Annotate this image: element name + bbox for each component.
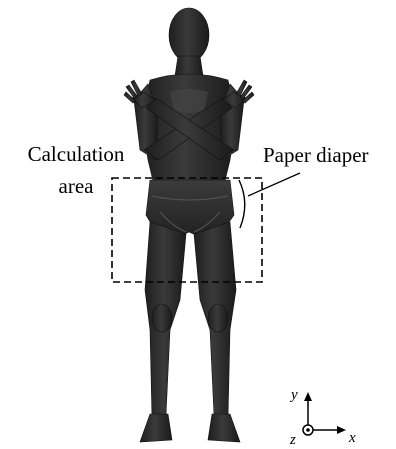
z-axis-label: z bbox=[289, 432, 296, 448]
neck bbox=[175, 56, 203, 76]
paper-diaper-label: Paper diaper bbox=[263, 143, 369, 167]
head bbox=[169, 8, 209, 62]
foot-right bbox=[208, 414, 240, 442]
foot-left bbox=[140, 414, 172, 442]
paper-diaper-leader-line bbox=[248, 173, 300, 196]
paper-diaper-brace bbox=[239, 180, 245, 228]
human-body-model bbox=[124, 8, 254, 442]
calculation-area-label-line1: Calculation bbox=[28, 142, 125, 166]
knee-right bbox=[208, 304, 228, 332]
coordinate-axes: y x z bbox=[289, 387, 356, 448]
y-axis-label: y bbox=[289, 387, 298, 403]
x-axis-arrowhead bbox=[337, 426, 346, 434]
x-axis-label: x bbox=[348, 430, 356, 446]
z-axis-dot bbox=[306, 428, 310, 432]
y-axis-arrowhead bbox=[304, 392, 312, 401]
chest-highlight bbox=[170, 89, 208, 113]
calculation-area-label-line2: area bbox=[59, 174, 95, 198]
knee-left bbox=[152, 304, 172, 332]
